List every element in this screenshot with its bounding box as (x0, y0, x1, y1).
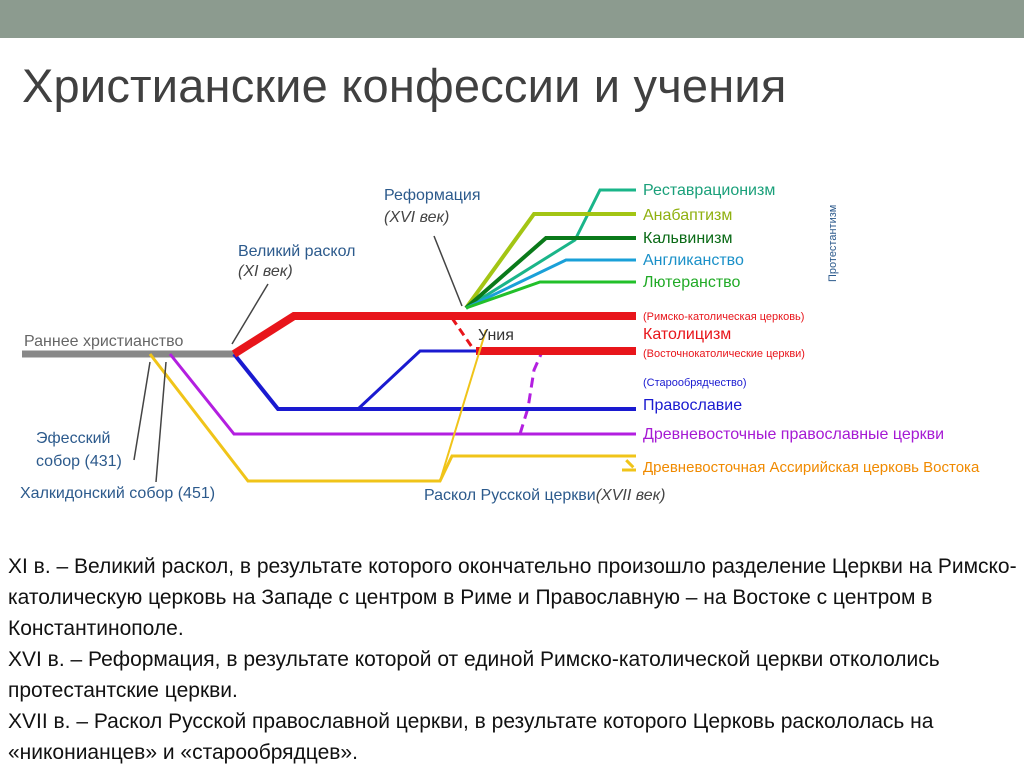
anabaptism-line (464, 212, 636, 310)
oriental-orthodox-line (168, 353, 636, 436)
confessions-diagram: Раннее христианство Великий раскол (XI в… (20, 182, 980, 504)
anglicanism-line (465, 258, 636, 310)
chalcedon-pointer (155, 361, 167, 483)
calvinism-line (464, 236, 636, 310)
catholic-line (231, 312, 636, 358)
lutheranism-label: Лютеранство (643, 274, 740, 291)
schism-pointer (231, 283, 269, 345)
description-xvii: XVII в. – Раскол Русской православной це… (8, 710, 934, 764)
anglicanism-label: Англиканство (643, 252, 744, 269)
description-xi: XI в. – Великий раскол, в результате кот… (8, 555, 1017, 640)
top-bar (0, 0, 1024, 38)
early-christianity-label: Раннее христианство (24, 333, 183, 350)
eastern-catholic-label: (Восточнокатолические церкви) (643, 348, 805, 360)
description-xvi: XVI в. – Реформация, в результате которо… (8, 648, 940, 702)
orthodox-line (232, 352, 636, 411)
russian-schism-dashed-line (439, 329, 487, 482)
oriental-orthodox-label: Древневосточные православные церкви (643, 426, 944, 443)
ephesus-pointer (133, 361, 151, 461)
catholicism-label: Католицизм (643, 326, 731, 343)
oriental-dashed-line (518, 351, 544, 435)
reformation-date-label: (XVI век) (384, 209, 449, 226)
roman-catholic-label: (Римско-католическая церковь) (643, 311, 804, 323)
assyrian-label: Древневосточная Ассирийская церковь Вост… (643, 459, 980, 476)
union-dashed-line (450, 317, 476, 351)
union-label: Уния (478, 327, 514, 344)
description: XI в. – Великий раскол, в результате кот… (8, 551, 1020, 768)
ephesus-label-2: собор (431) (36, 453, 122, 470)
reformation-label: Реформация (384, 187, 481, 204)
calvinism-label: Кальвинизм (643, 230, 732, 247)
schism-date-label: (XI век) (238, 263, 293, 280)
protestantism-label: Протестантизм (827, 205, 839, 282)
eastern-catholic-blue-line (356, 349, 490, 411)
restorationism-line (465, 188, 636, 310)
assyrian-dashed-line (452, 454, 638, 472)
restorationism-label: Реставрационизм (643, 182, 775, 199)
chalcedon-label: Халкидонский собор (451) (20, 485, 215, 502)
lutheranism-line (465, 280, 636, 310)
page-title: Христианские конфессии и учения (22, 59, 787, 112)
old-believers-label: (Старообрядчество) (643, 377, 747, 389)
orthodoxy-label: Православие (643, 397, 742, 414)
russian-schism-label: Раскол Русской церкви(XVII век) (424, 487, 666, 504)
ephesus-label-1: Эфесский (36, 430, 110, 447)
anabaptism-label: Анабаптизм (643, 207, 732, 224)
schism-label: Великий раскол (238, 243, 356, 260)
reformation-pointer (433, 235, 463, 307)
assyrian-line (148, 353, 636, 483)
